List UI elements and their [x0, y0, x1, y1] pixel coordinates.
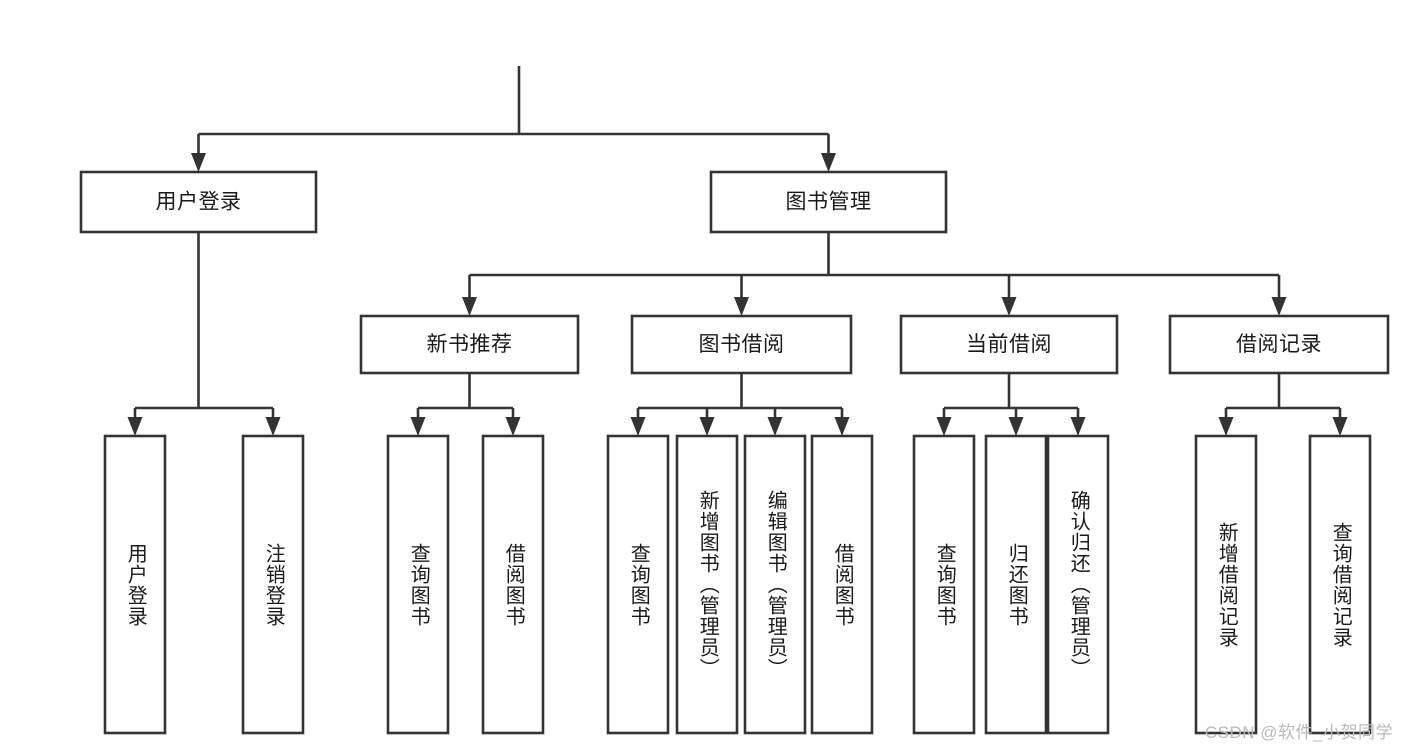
leaf-arrow-leaf-borrow-book: [834, 417, 850, 436]
node-leaf-return-book-rect: [984, 434, 1048, 735]
level3-arrow-1: [734, 297, 749, 316]
node-leaf-add-book[interactable]: [675, 434, 739, 735]
level3-arrow-2: [1001, 297, 1017, 316]
node-leaf-borrow-book-rect: [810, 434, 874, 735]
leaf-arrow-leaf-user-login: [127, 417, 143, 436]
node-leaf-borrow-book[interactable]: [810, 434, 874, 735]
node-user-login-rect: [79, 170, 318, 234]
node-leaf-add-book-rect: [675, 434, 739, 735]
node-new-book-recommend-label: 新书推荐: [427, 333, 513, 356]
level3-arrow-3: [1271, 297, 1287, 316]
node-leaf-query-book-rec-rect: [386, 434, 450, 735]
level3-arrow-0: [462, 297, 477, 316]
node-leaf-user-login[interactable]: [103, 434, 167, 735]
leaf-arrow-leaf-add-record: [1218, 417, 1234, 436]
node-leaf-confirm-return-rect: [1046, 434, 1110, 735]
node-leaf-return-book[interactable]: [984, 434, 1048, 735]
node-leaf-add-record[interactable]: [1194, 434, 1258, 735]
node-book-borrow-label: 图书借阅: [699, 333, 785, 356]
node-leaf-query-book-borrow[interactable]: [606, 434, 670, 735]
node-user-login[interactable]: 用户登录: [79, 170, 318, 234]
leaf-arrow-leaf-return-book: [1008, 417, 1024, 436]
csdn-watermark: CSDN @软件_小贺同学: [1204, 723, 1393, 742]
node-leaf-query-book-rec[interactable]: [386, 434, 450, 735]
leaf-arrow-leaf-query-book-cur: [936, 417, 952, 436]
node-book-borrow[interactable]: 图书借阅: [630, 314, 853, 375]
node-leaf-logout[interactable]: [241, 434, 305, 735]
leaf-arrow-leaf-borrow-book-rec: [505, 417, 521, 436]
node-leaf-query-record-rect: [1308, 434, 1372, 735]
level2-arrow-1: [821, 153, 836, 172]
level2-arrow-0: [191, 153, 206, 172]
node-user-login-label: 用户登录: [156, 191, 242, 214]
node-leaf-user-login-rect: [103, 434, 167, 735]
leaf-arrow-leaf-edit-book: [767, 417, 783, 436]
leaf-arrow-leaf-logout: [265, 417, 281, 436]
node-leaf-confirm-return[interactable]: [1046, 434, 1110, 735]
node-leaf-query-book-cur-rect: [912, 434, 976, 735]
node-borrow-record-rect: [1168, 314, 1390, 375]
node-leaf-query-record[interactable]: [1308, 434, 1372, 735]
node-current-borrow-label: 当前借阅: [966, 333, 1052, 356]
node-leaf-borrow-book-rec[interactable]: [481, 434, 545, 735]
leaf-arrow-leaf-query-record: [1332, 417, 1348, 436]
node-book-borrow-rect: [630, 314, 853, 375]
node-leaf-edit-book[interactable]: [743, 434, 807, 735]
node-leaf-query-book-cur[interactable]: [912, 434, 976, 735]
node-new-book-recommend-rect: [359, 314, 580, 375]
node-book-manage[interactable]: 图书管理: [709, 170, 948, 234]
leaf-arrow-leaf-query-book-borrow: [630, 417, 646, 436]
node-borrow-record-label: 借阅记录: [1236, 333, 1322, 356]
node-new-book-recommend[interactable]: 新书推荐: [359, 314, 580, 375]
leaf-arrow-leaf-query-book-rec: [410, 417, 426, 436]
node-leaf-edit-book-rect: [743, 434, 807, 735]
node-leaf-add-record-rect: [1194, 434, 1258, 735]
node-current-borrow[interactable]: 当前借阅: [899, 314, 1119, 375]
node-leaf-query-book-borrow-rect: [606, 434, 670, 735]
node-borrow-record[interactable]: 借阅记录: [1168, 314, 1390, 375]
leaf-arrow-leaf-add-book: [699, 417, 715, 436]
leaf-arrow-leaf-confirm-return: [1070, 417, 1086, 436]
node-leaf-logout-rect: [241, 434, 305, 735]
node-leaf-borrow-book-rec-rect: [481, 434, 545, 735]
node-book-manage-label: 图书管理: [786, 191, 872, 214]
